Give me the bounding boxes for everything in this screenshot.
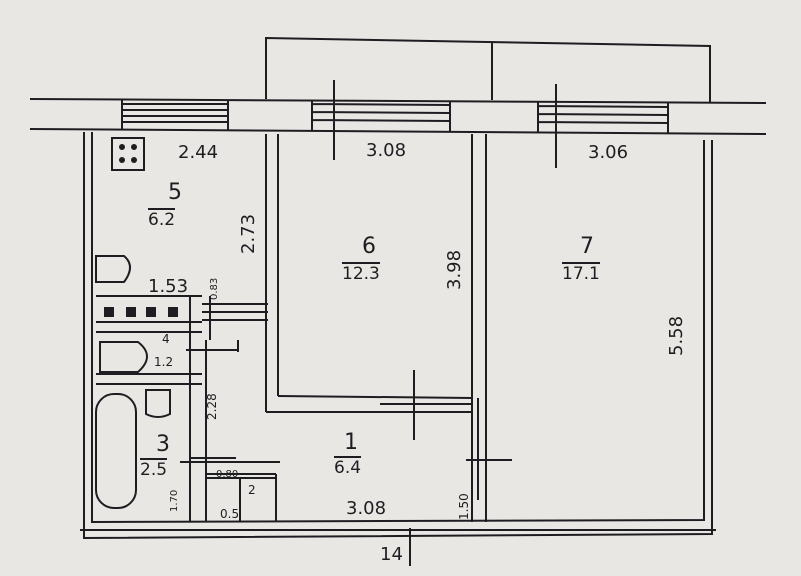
room-3-area: 2.5 (140, 458, 168, 480)
window-room-6 (311, 80, 451, 160)
room-4-number: 4 (162, 332, 170, 346)
dim-wall-small: 0.83 (209, 277, 220, 300)
room-4-area: 1.2 (154, 355, 174, 369)
dim-corridor-depth: 2.28 (205, 393, 219, 420)
partition-corridor (189, 296, 207, 522)
partition-room6-7 (471, 134, 487, 522)
bathtub (95, 393, 137, 509)
partition-bath (96, 295, 202, 385)
dim-kitchen-width: 2.44 (178, 142, 219, 163)
room-3-number: 3 (156, 432, 170, 457)
dim-bath-width: 1.53 (148, 276, 189, 297)
room-2-number: 2 (248, 483, 256, 497)
dim-room6-depth: 3.98 (444, 249, 465, 290)
dim-room6-width: 3.08 (366, 140, 407, 161)
window-kitchen (121, 100, 229, 130)
room-6-number: 6 (362, 234, 376, 259)
room-1-area: 6.4 (334, 456, 362, 478)
dim-kitchen-depth: 2.73 (238, 213, 259, 254)
room-7-number: 7 (580, 234, 594, 259)
dim-bath-depth: 1.70 (169, 489, 180, 512)
room-5-area: 6.2 (148, 208, 176, 230)
dim-room7-width: 3.06 (588, 142, 629, 163)
facade-wall (29, 98, 767, 135)
footer-number: 14 (380, 544, 403, 565)
kitchen-sink (95, 255, 131, 283)
window-room-7 (537, 84, 669, 168)
balcony (265, 36, 711, 103)
stove (111, 137, 145, 171)
room-7-area: 17.1 (562, 262, 600, 284)
room-6-area: 12.3 (342, 262, 380, 284)
room-5-number: 5 (168, 180, 182, 205)
dim-hall-depth: 1.50 (457, 493, 471, 520)
dim-hall-width: 3.08 (346, 498, 387, 519)
room-2-area: 0.5 (220, 507, 240, 521)
dim-closet-width: 0.80 (216, 469, 239, 480)
partition-kitchen (265, 134, 279, 412)
toilet (145, 389, 171, 418)
room-1-number: 1 (344, 430, 358, 455)
closet (206, 473, 277, 522)
washbasin (99, 341, 148, 373)
dim-room7-depth: 5.58 (666, 315, 687, 356)
partition-room6-bottom (266, 395, 473, 413)
